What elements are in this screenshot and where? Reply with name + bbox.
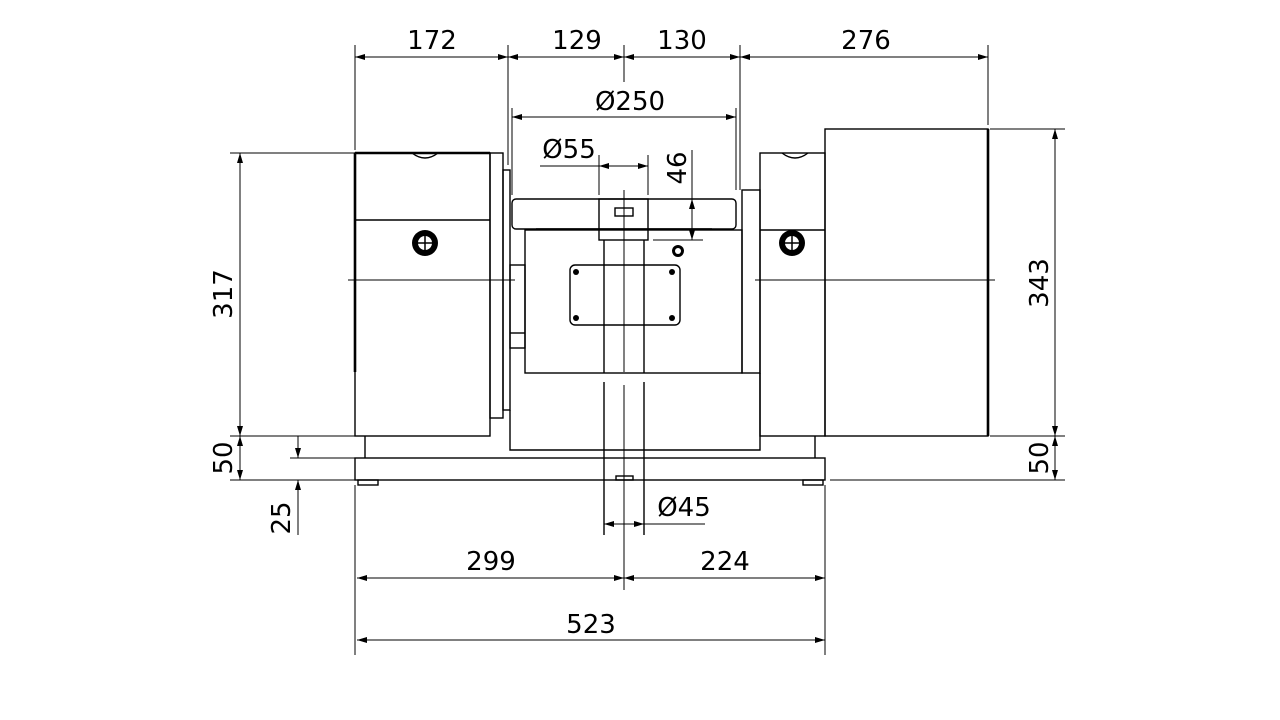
dim-299: 299 <box>466 547 516 577</box>
base-plate <box>354 436 826 486</box>
dim-130: 130 <box>657 26 707 56</box>
dim-hub-diameter: Ø55 <box>542 135 596 165</box>
dim-523: 523 <box>566 610 616 640</box>
dim-left-base: 50 <box>209 441 239 474</box>
dim-129: 129 <box>552 26 602 56</box>
right-motor <box>759 128 990 437</box>
centerlines <box>348 190 995 590</box>
dim-hub-height: 46 <box>663 151 693 184</box>
dim-wheel-diameter: Ø250 <box>595 87 665 117</box>
dim-right-base: 50 <box>1025 441 1055 474</box>
center-housing <box>509 189 761 535</box>
dim-left-height: 317 <box>209 269 239 319</box>
dimension-labels: 172 129 130 276 Ø250 Ø55 46 317 50 25 34… <box>209 26 1055 640</box>
extension-lines <box>230 45 1065 655</box>
dim-172: 172 <box>407 26 457 56</box>
dimension-lines <box>237 54 1058 643</box>
dim-right-height: 343 <box>1025 258 1055 308</box>
left-motor <box>353 151 511 437</box>
dim-276: 276 <box>841 26 891 56</box>
screw-icon <box>412 230 438 256</box>
dim-shaft-diameter: Ø45 <box>657 493 711 523</box>
dim-foot-height: 25 <box>267 501 297 534</box>
dim-224: 224 <box>700 547 750 577</box>
screw-icon <box>672 245 684 257</box>
screw-icon <box>779 230 805 256</box>
